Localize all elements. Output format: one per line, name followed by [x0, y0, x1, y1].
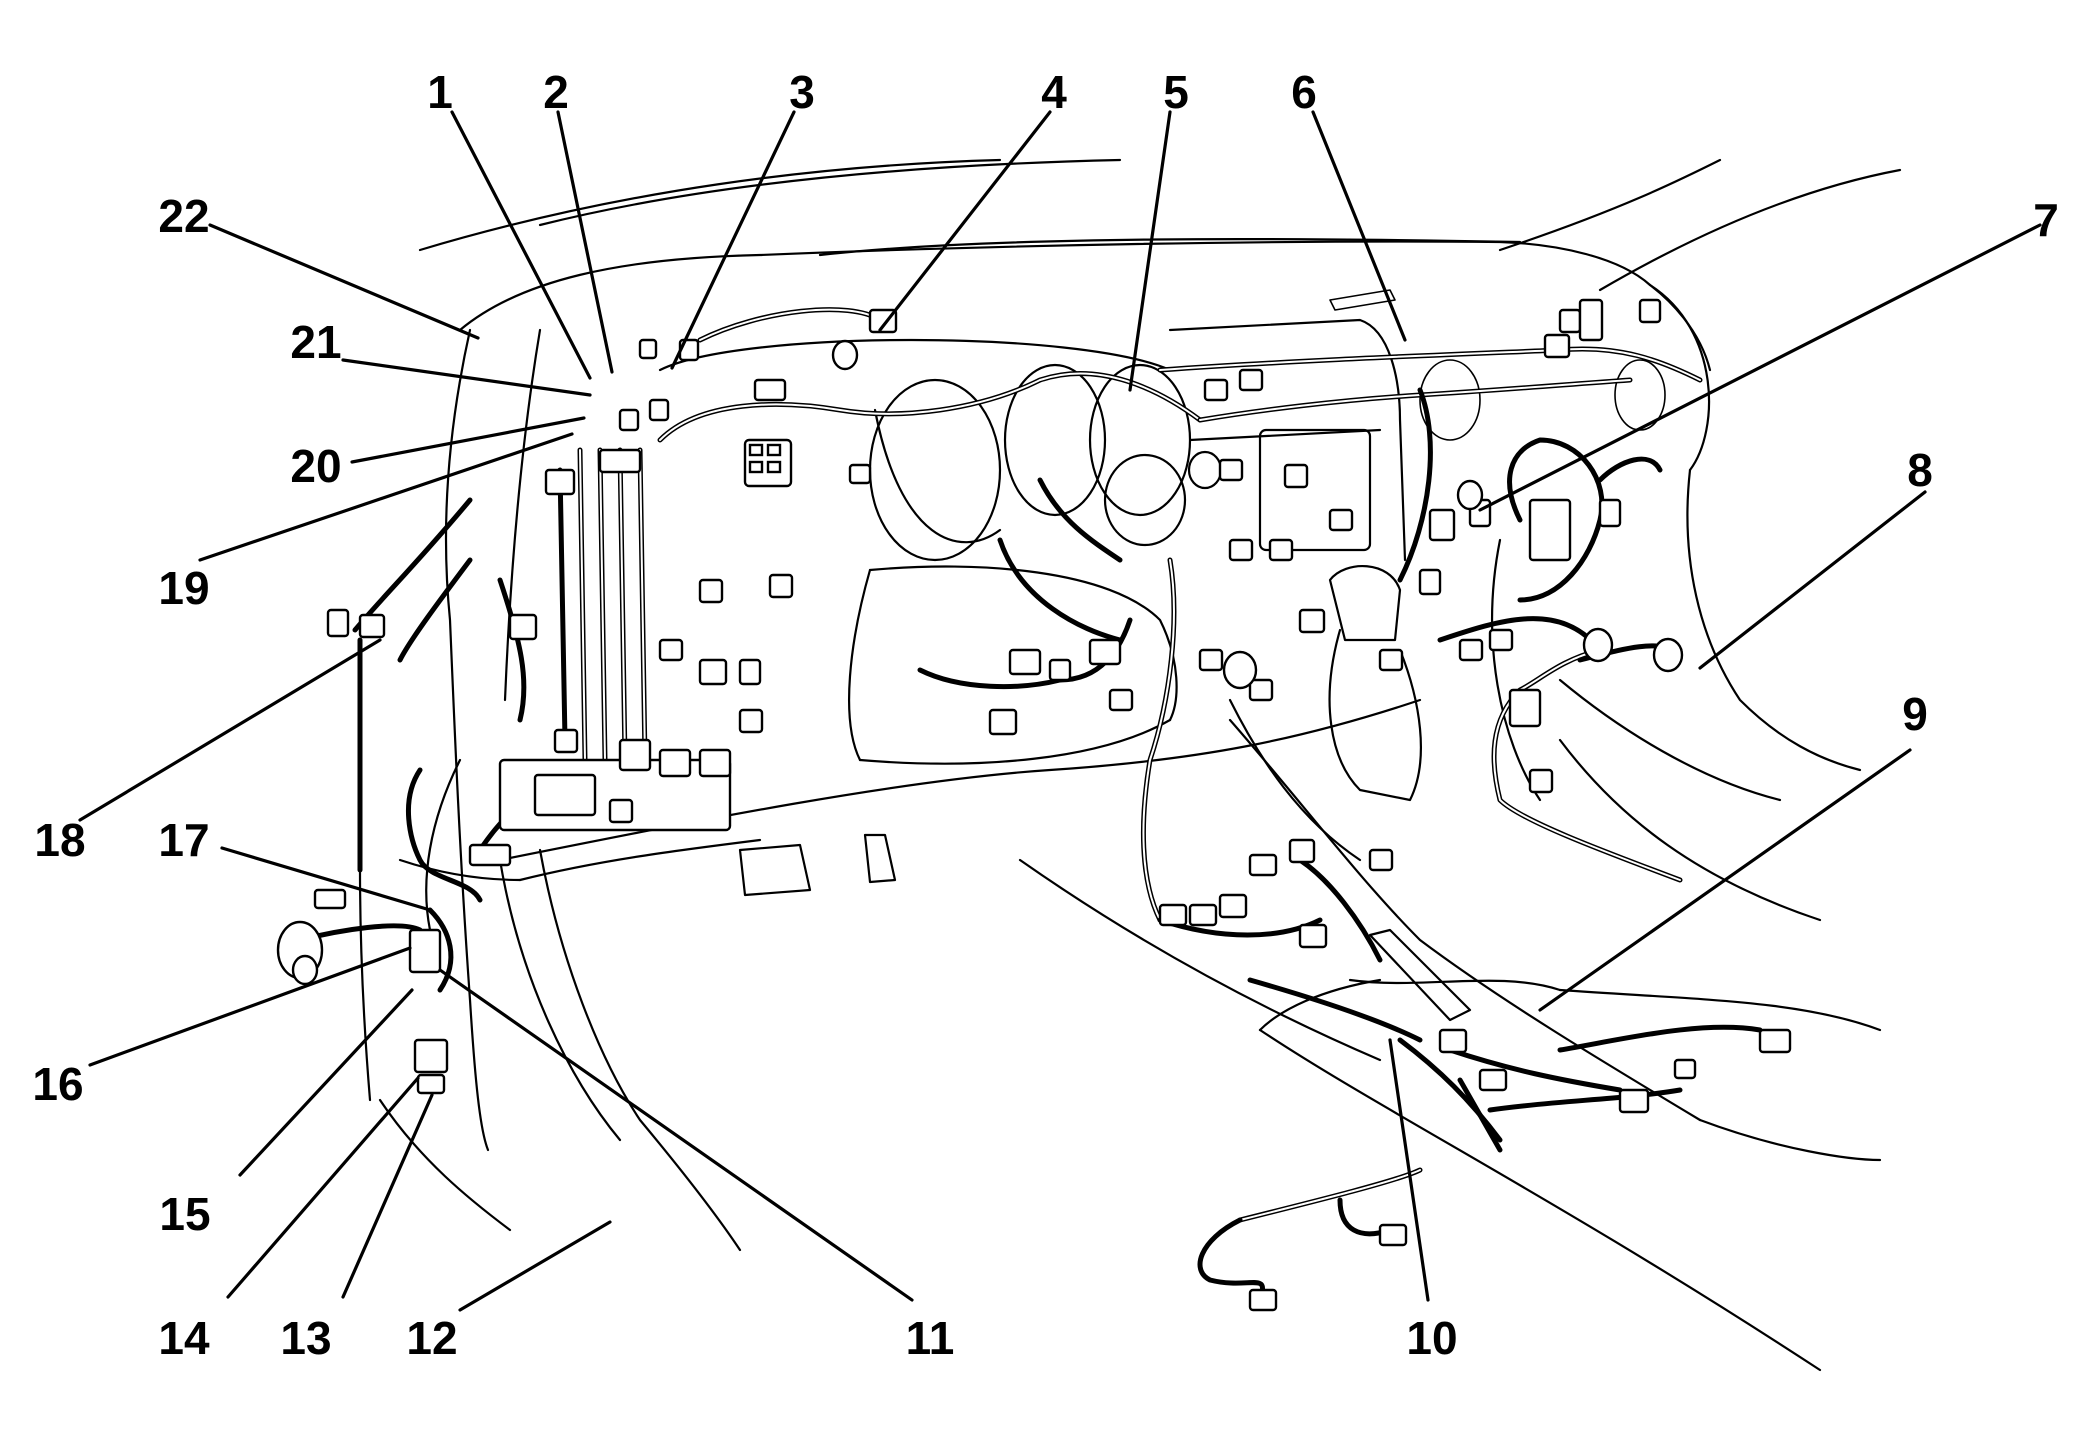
- callout-label: 14: [158, 1312, 210, 1364]
- callout-label: 7: [2033, 194, 2059, 246]
- callout-label: 9: [1902, 688, 1928, 740]
- callout-label: 12: [406, 1312, 457, 1364]
- callout-label: 19: [158, 562, 209, 614]
- wiring-harness: [297, 307, 1763, 1303]
- callout-label: 11: [906, 1312, 955, 1364]
- callout-label: 3: [789, 66, 815, 118]
- callout-label: 22: [158, 190, 209, 242]
- callout-label: 6: [1291, 66, 1317, 118]
- callout-label: 21: [290, 316, 341, 368]
- callout-label: 13: [280, 1312, 331, 1364]
- callout-label: 17: [158, 814, 209, 866]
- callout-label: 8: [1907, 444, 1933, 496]
- callout-label: 1: [427, 66, 453, 118]
- callout-label: 2: [543, 66, 569, 118]
- callout-label: 4: [1041, 66, 1067, 118]
- callout-label: 20: [290, 440, 341, 492]
- callout-leader-lines: [78, 110, 2042, 1312]
- callout-label: 15: [159, 1188, 210, 1240]
- harness-connectors: [276, 298, 1792, 1312]
- callout-label: 10: [1406, 1312, 1457, 1364]
- vehicle-interior-illustration: [358, 158, 1902, 1372]
- callout-label: 16: [32, 1058, 83, 1110]
- callout-label: 5: [1163, 66, 1189, 118]
- callout-label: 18: [34, 814, 85, 866]
